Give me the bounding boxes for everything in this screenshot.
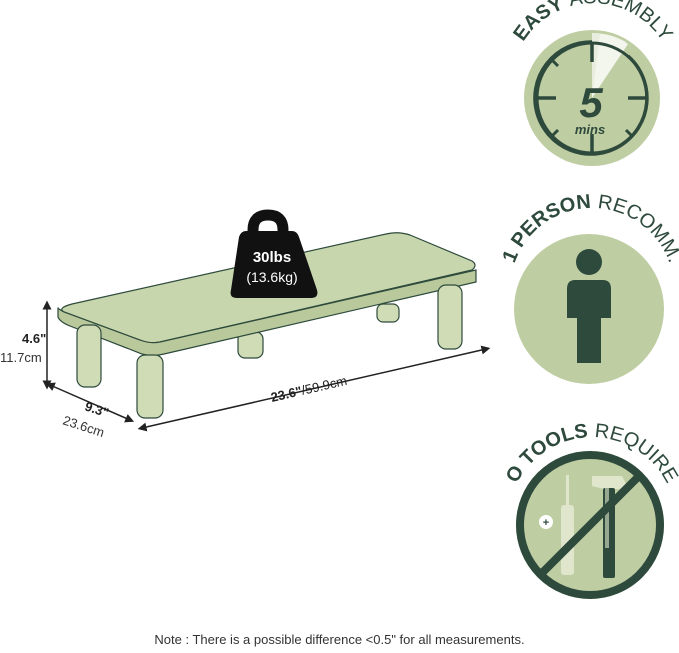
- stand-leg-front-middle: [136, 354, 164, 419]
- assembly-time-unit: mins: [575, 122, 605, 137]
- stand-leg-front-left: [76, 324, 102, 388]
- assembly-time-value: 5: [579, 79, 603, 126]
- stand-leg-front-right: [437, 284, 463, 350]
- badge-assembly-bold: EASY: [509, 0, 567, 45]
- weight-icon: 30lbs (13.6kg): [230, 209, 318, 298]
- width-label: 23.6"/59.9cm: [269, 373, 348, 405]
- depth-inches: 9.3": [83, 399, 111, 421]
- height-inches: 4.6": [22, 331, 46, 346]
- stand-front-edge: [57, 269, 477, 357]
- width-inches: 23.6": [269, 383, 303, 405]
- no-tools-icon: +: [516, 451, 664, 599]
- stopwatch-icon: [533, 32, 649, 156]
- depth-dimension: 9.3" 23.6cm: [45, 382, 135, 440]
- badge-easy-assembly: EASYASSEMBLY 5 mins: [509, 0, 677, 166]
- width-dimension: 23.6"/59.9cm: [137, 345, 491, 432]
- height-cm: 11.7cm: [0, 350, 42, 365]
- measurement-note: Note : There is a possible difference <0…: [154, 632, 525, 647]
- person-icon: [567, 249, 611, 363]
- badge-one-person: 1 PERSONRECOMM.: [498, 191, 679, 384]
- stand-leg-back-right: [376, 303, 400, 323]
- height-dimension: 4.6" 11.7cm: [0, 300, 52, 390]
- width-cm: /59.9cm: [300, 373, 348, 398]
- weight-kg: (13.6kg): [246, 269, 297, 285]
- svg-text:+: +: [543, 517, 549, 529]
- weight-lbs: 30lbs: [253, 249, 291, 266]
